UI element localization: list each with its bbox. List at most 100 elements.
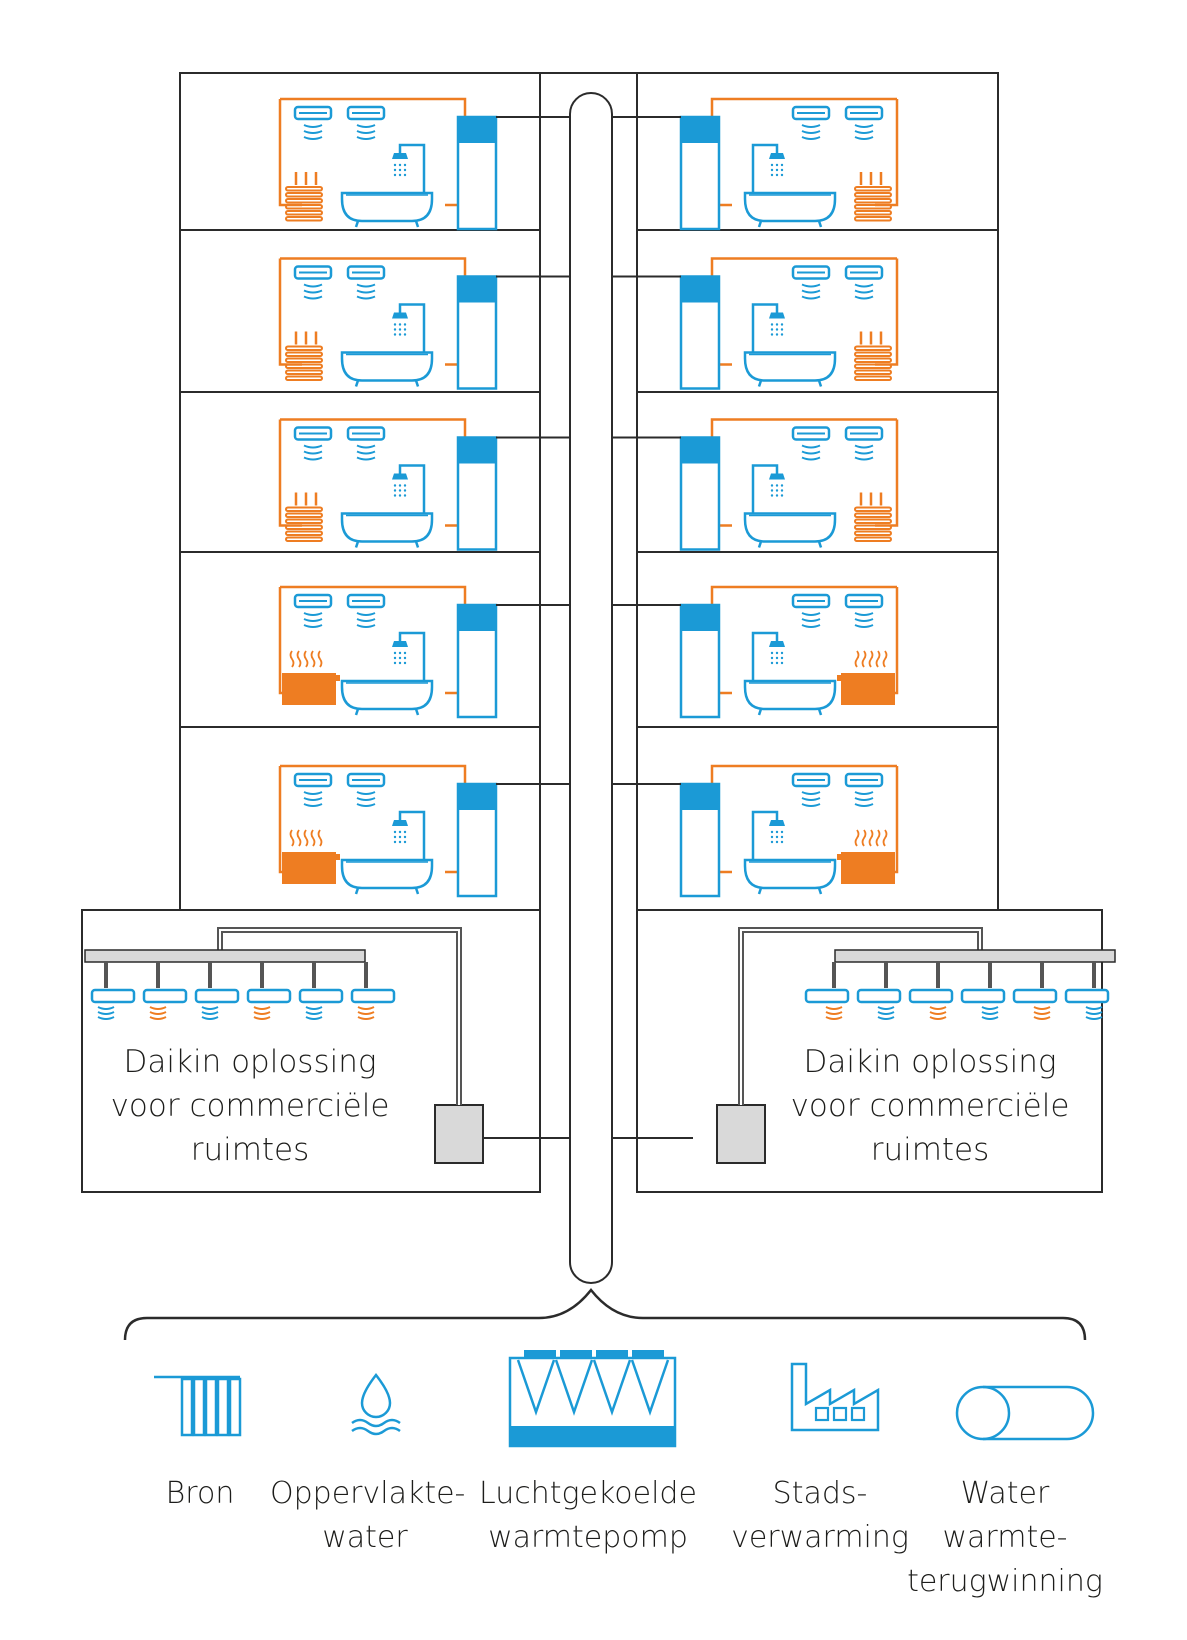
fan-cover	[524, 1350, 556, 1358]
shower-drop	[770, 661, 774, 665]
airflow	[929, 1016, 947, 1020]
airflow	[253, 1016, 271, 1020]
radiator-icon	[282, 673, 336, 705]
bathtub-icon	[340, 858, 434, 890]
shower-drop	[398, 173, 402, 177]
shower-drop	[403, 173, 407, 177]
airflow	[356, 444, 376, 449]
shower-head-icon	[769, 820, 785, 826]
shower-drop	[770, 323, 774, 326]
airflow	[357, 1011, 375, 1015]
bathtub-icon	[340, 679, 434, 711]
airflow	[1033, 1011, 1051, 1015]
coil	[592, 1359, 632, 1416]
heating-pipe	[710, 257, 897, 277]
heat-pump-head	[681, 276, 719, 303]
source-brace	[123, 1287, 1087, 1341]
shower-drop	[780, 835, 784, 839]
borehole-pipe	[192, 1377, 206, 1437]
heat-pump-head	[458, 437, 496, 464]
heating-pipe	[710, 418, 897, 438]
heat-wave	[296, 650, 302, 668]
shower-drop	[780, 651, 784, 655]
shower-drop	[393, 323, 397, 326]
shower-pipe-icon	[751, 631, 779, 705]
heat-pump-head	[681, 605, 719, 631]
airflow	[801, 295, 821, 300]
outdoor-unit-icon	[716, 1104, 766, 1164]
shower-drop	[403, 835, 407, 839]
airflow	[854, 450, 874, 455]
bathtub-icon	[743, 858, 837, 890]
source-label-heat-recovery: Water warmte- terugwinning	[907, 1476, 1103, 1599]
shower-drop	[780, 333, 784, 336]
commercial-outline-right	[636, 909, 1103, 1193]
cassette-unit-icon	[298, 988, 344, 1004]
airflow	[854, 289, 874, 294]
bathtub-icon	[743, 191, 837, 223]
shower-drop	[780, 656, 784, 660]
airflow	[253, 1006, 271, 1010]
airflow	[854, 803, 874, 807]
bathtub-foot	[414, 887, 420, 895]
bathtub-foot	[817, 887, 823, 895]
airflow	[929, 1011, 947, 1015]
airflow	[303, 130, 323, 134]
shower-head-icon	[392, 820, 408, 826]
airflow	[303, 295, 323, 300]
shower-drop	[403, 840, 407, 844]
shower-drop	[770, 173, 774, 177]
bathtub-foot	[757, 220, 763, 228]
bathtub-icon	[340, 191, 434, 223]
coil	[554, 1359, 594, 1416]
radiator-valve	[837, 675, 843, 681]
airflow	[356, 803, 376, 807]
bathtub-foot	[757, 708, 763, 716]
commercial-label-left: Daikin oplossing voor commerciële ruimte…	[110, 1044, 390, 1168]
shower-drop	[780, 494, 784, 497]
bathtub-foot	[817, 380, 823, 387]
heat-pump-head	[681, 437, 719, 464]
airflow	[356, 612, 376, 616]
underfloor-coil	[285, 345, 323, 351]
radiator-valve	[334, 675, 340, 681]
heating-pipe	[280, 418, 467, 438]
airflow	[149, 1006, 167, 1010]
shower-drop	[780, 840, 784, 844]
bathtub-foot	[414, 220, 420, 228]
bathtub-foot	[757, 887, 763, 895]
airflow	[801, 136, 821, 140]
shower-drop	[770, 484, 774, 487]
underfloor-coil	[854, 210, 892, 216]
bathtub-foot	[354, 887, 360, 895]
heat-wave	[310, 829, 316, 847]
underfloor-coil	[285, 216, 323, 222]
residential-floors	[278, 97, 899, 898]
airflow	[201, 1006, 219, 1010]
heat-wave	[875, 829, 881, 847]
airflow	[149, 1016, 167, 1020]
apartment-unit-right	[679, 97, 899, 231]
airflow	[356, 624, 376, 628]
shower-drop	[780, 661, 784, 665]
shower-drop	[780, 489, 784, 492]
airflow	[356, 797, 376, 801]
cassette-unit-icon	[350, 988, 396, 1004]
heat-pump-head	[681, 117, 719, 143]
airflow	[97, 1016, 115, 1020]
cassette-unit-icon	[194, 988, 240, 1004]
shower-pipe-icon	[751, 464, 779, 538]
building-frame	[81, 72, 1103, 1284]
shower-drop	[770, 656, 774, 660]
factory-window	[832, 1406, 848, 1422]
shower-drop	[775, 661, 779, 665]
airflow	[1085, 1011, 1103, 1015]
heating-pipe	[710, 764, 897, 784]
underfloor-coil	[854, 345, 892, 351]
airflow	[981, 1016, 999, 1020]
airflow	[1085, 1016, 1103, 1020]
underfloor-coil	[285, 536, 323, 542]
shower-drop	[398, 333, 402, 336]
apartment-unit-left	[278, 418, 498, 551]
